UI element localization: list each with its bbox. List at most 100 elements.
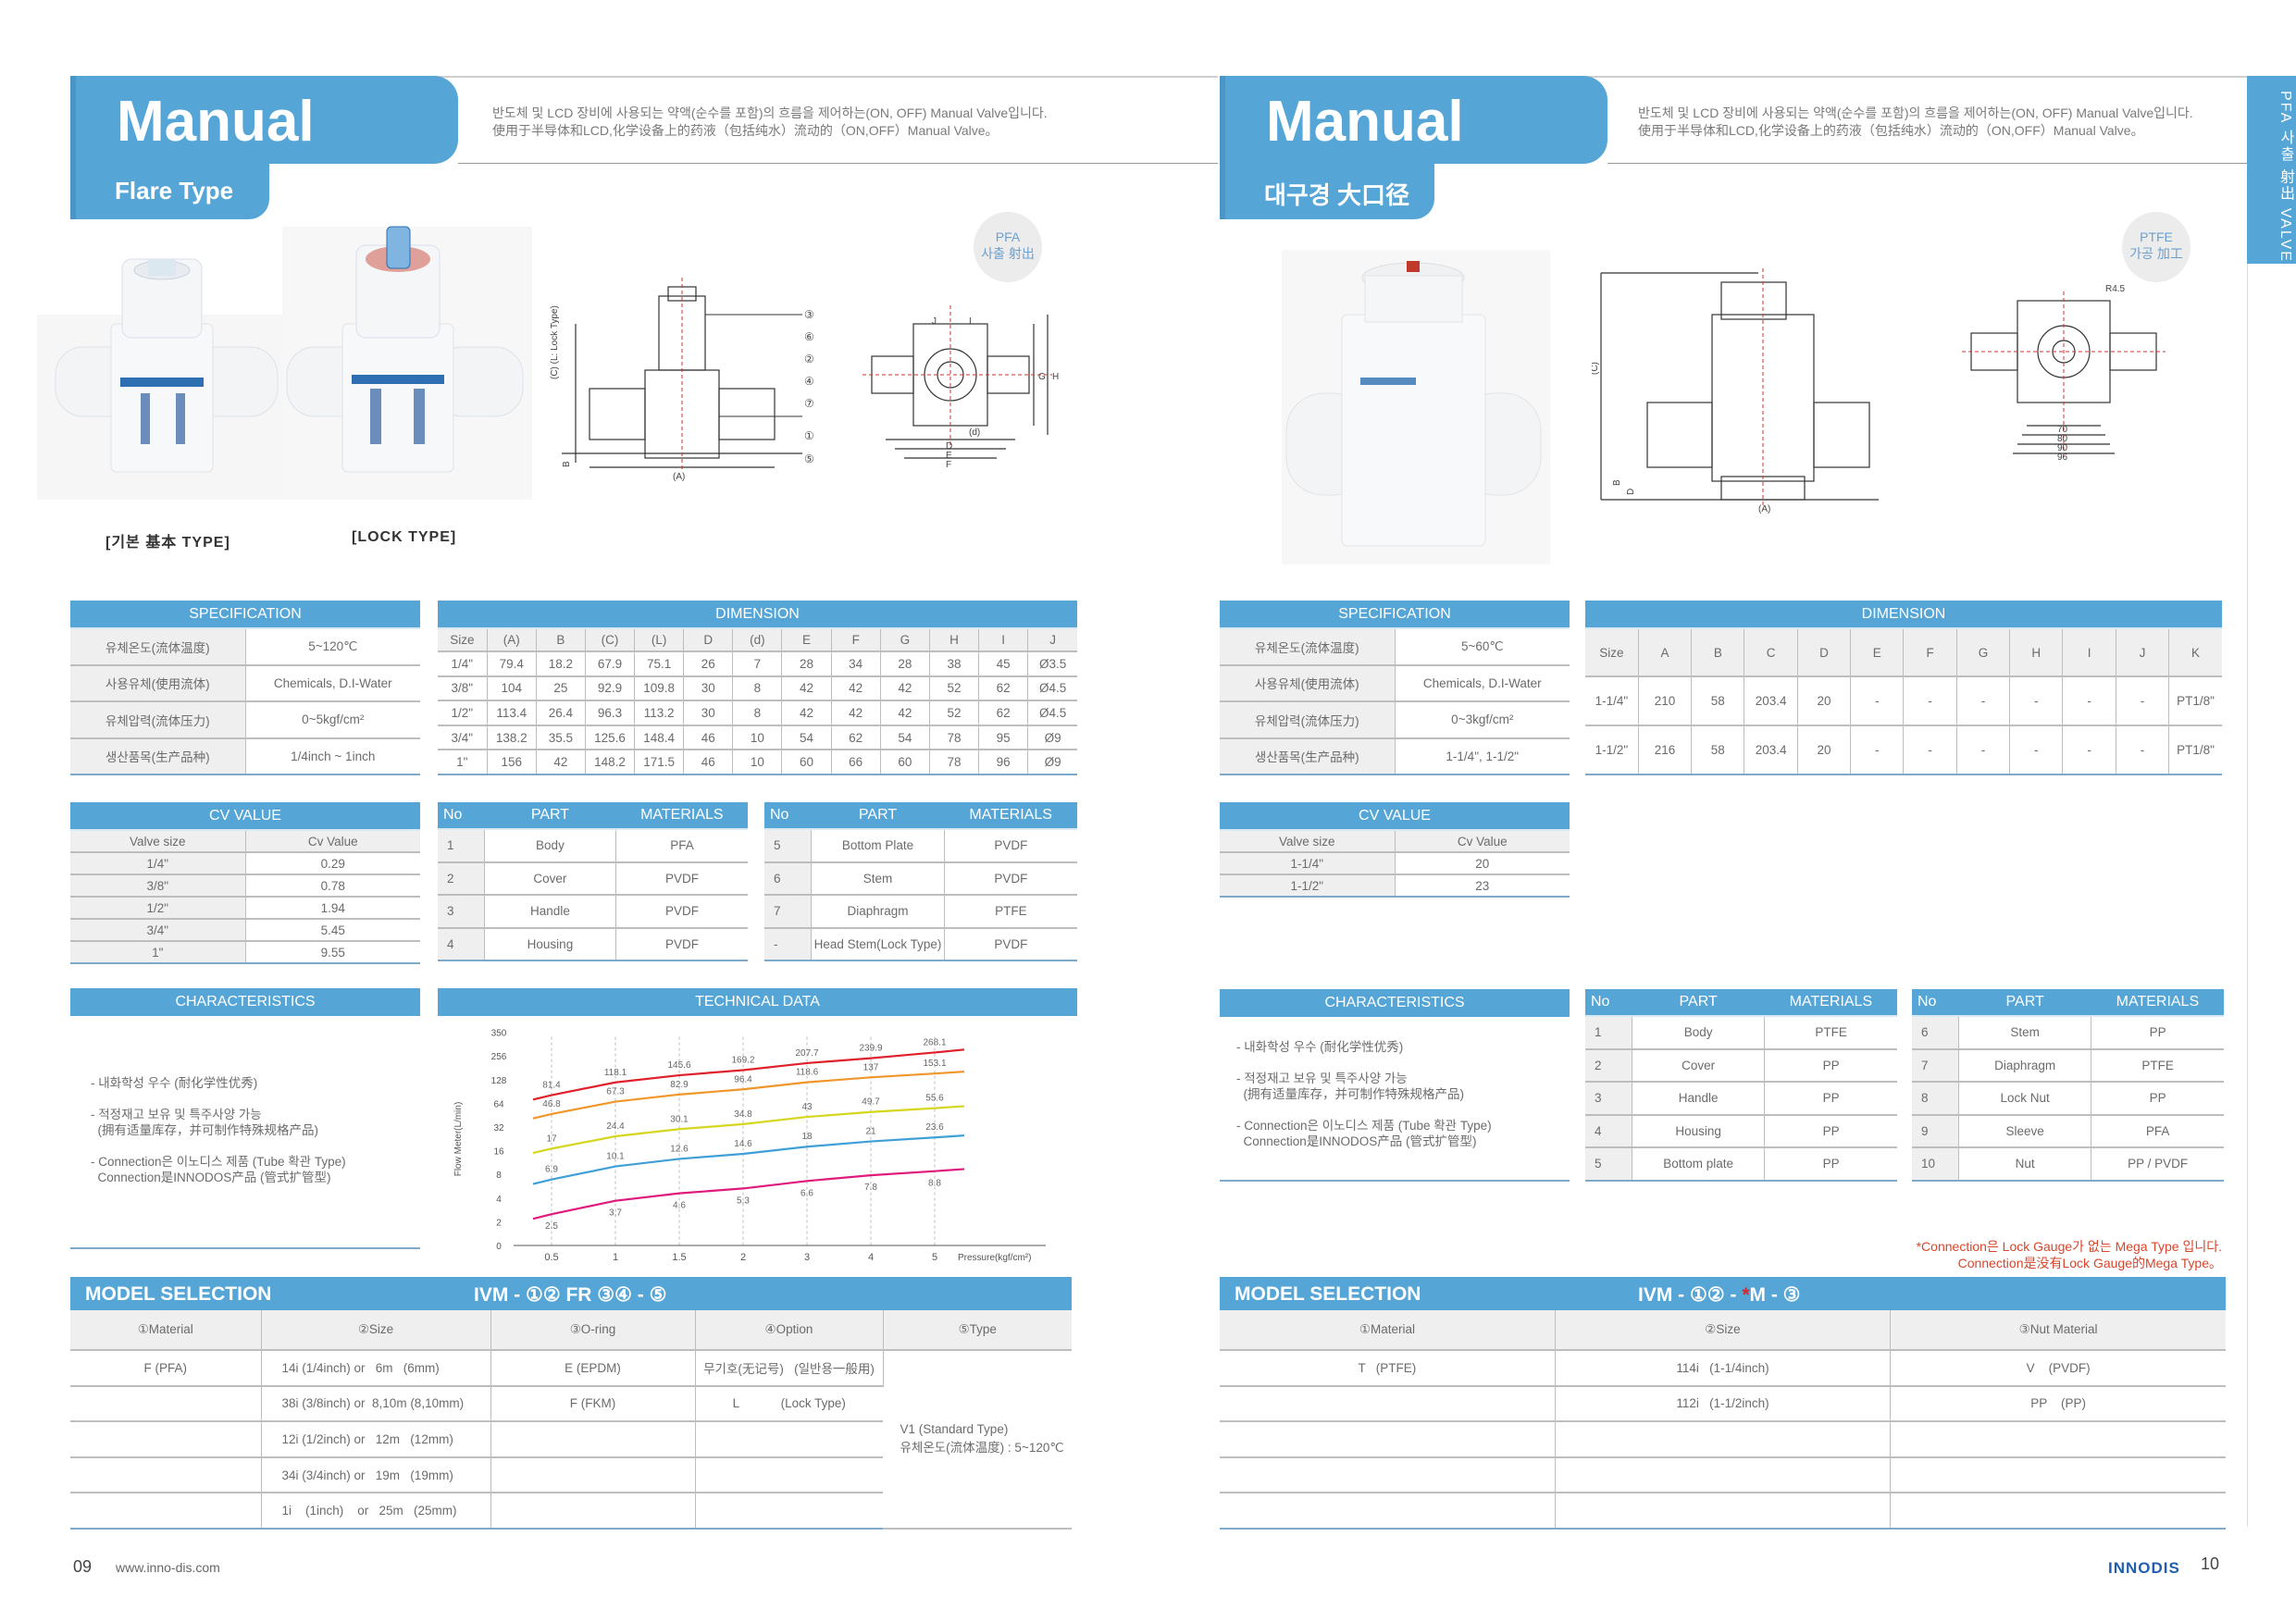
data-label: 55.6 <box>925 1094 944 1104</box>
nut-cell: V (PVDF) <box>1890 1350 2226 1387</box>
option-cell: L (Lock Type) <box>695 1385 883 1423</box>
badge-line1: PTFE <box>2140 229 2173 244</box>
dim-label-f: F <box>946 460 951 470</box>
lock-type-valve-image <box>282 226 532 500</box>
table-row: T (PTFE)114i (1-1/4inch)V (PVDF) <box>1220 1350 2226 1387</box>
table-title: SPECIFICATION <box>1220 601 1570 629</box>
table-cell: PVDF <box>615 861 748 896</box>
table-row: 생산품목(生产品种)1-1/4", 1-1/2" <box>1220 737 1570 775</box>
option-cell <box>695 1421 883 1458</box>
table-cell: PP / PVDF <box>2091 1147 2224 1182</box>
table-title: SPECIFICATION <box>70 601 420 629</box>
table-cell: 5~120℃ <box>245 628 420 666</box>
y-tick-label: 16 <box>493 1147 504 1158</box>
basic-type-valve-image <box>37 258 287 500</box>
characteristics-title: CHARACTERISTICS <box>1220 989 1570 1017</box>
table-cell: Cover <box>1632 1048 1766 1083</box>
column-header: I <box>978 628 1029 652</box>
table-cell: Sleeve <box>1958 1114 2092 1148</box>
table-cell: PVDF <box>944 829 1077 863</box>
column-header: Valve size <box>1220 830 1396 853</box>
dim-label: 70 <box>2057 425 2068 435</box>
title-row: CV VALUE <box>1220 802 1570 831</box>
table-cell: PVDF <box>944 927 1077 961</box>
table-cell: - <box>2116 725 2170 775</box>
y-tick-label: 256 <box>491 1052 507 1062</box>
size-cell: 38i (3/8inch) or 8,10m (8,10mm) <box>261 1385 491 1423</box>
description-zh: 使用于半导体和LCD,化学设备上的药液（包括纯水）流动的（ON,OFF）Manu… <box>1638 123 2144 138</box>
table-cell: 42 <box>781 700 832 726</box>
basic-type-label: [기본 基本 TYPE] <box>105 535 230 551</box>
table-row: 1i (1inch) or 25m (25mm) <box>70 1493 1072 1530</box>
column-header: (C) <box>585 628 636 652</box>
description: 반도체 및 LCD 장비에 사용되는 약액(순수를 포함)의 흐름을 제어하는(… <box>492 105 1048 140</box>
table-cell: 148.4 <box>634 725 685 751</box>
website-link[interactable]: www.inno-dis.com <box>116 1560 220 1575</box>
table-cell: Bottom Plate <box>811 829 945 863</box>
table-cell: 1/4inch ~ 1inch <box>245 737 420 775</box>
table-cell: 1.94 <box>245 897 420 920</box>
characteristics-box: CHARACTERISTICS - 내화학성 우수 (耐化学性优秀) - 적정재… <box>70 988 420 1249</box>
data-label: 6.9 <box>545 1165 558 1175</box>
table-cell: 79.4 <box>487 651 537 677</box>
series-line-3 <box>532 1071 965 1120</box>
table-cell: 2 <box>1585 1048 1633 1083</box>
description-ko: 반도체 및 LCD 장비에 사용되는 약액(순수를 포함)의 흐름을 제어하는(… <box>492 105 1048 120</box>
table-cell: Ø9 <box>1027 750 1077 775</box>
table-row: 유체압력(流体压力)0~3kgf/cm² <box>1220 701 1570 739</box>
table-cell: - <box>1903 676 1957 726</box>
part-callout: ⑥ <box>804 330 814 343</box>
side-category-tab[interactable]: PFA 사출 射出 VALVE <box>2247 76 2296 264</box>
x-axis-label: Pressure(kgf/cm²) <box>958 1253 1031 1263</box>
page-edge-line <box>2247 264 2248 1527</box>
data-label: 18 <box>801 1132 813 1142</box>
dim-label-c: (C) <box>1592 362 1600 375</box>
table-row: 3/4"5.45 <box>70 919 420 942</box>
material-cell <box>1220 1421 1556 1458</box>
table-cell: Chemicals, D.I-Water <box>1395 664 1570 702</box>
table-cell: 25 <box>536 675 586 702</box>
table-cell: 0~3kgf/cm² <box>1395 701 1570 739</box>
table-cell: Ø9 <box>1027 725 1077 751</box>
part-callout: ① <box>804 429 814 442</box>
table-cell: 3/4" <box>438 725 488 751</box>
part-callout: ② <box>804 353 814 365</box>
material-cell <box>70 1493 262 1530</box>
table-row <box>1220 1493 2226 1530</box>
table-cell: Housing <box>1632 1114 1766 1148</box>
column-header: MATERIALS <box>615 802 748 830</box>
table-row: 1-1/2"23 <box>1220 874 1570 898</box>
table-cell: 42 <box>831 675 881 702</box>
data-label: 207.7 <box>795 1048 818 1059</box>
table-cell: - <box>764 927 813 961</box>
table-cell: 216 <box>1638 725 1693 775</box>
column-header: J <box>2116 628 2170 677</box>
data-label: 46.8 <box>542 1099 561 1109</box>
column-header: G <box>1956 628 2011 677</box>
page-number: 09 <box>73 1557 93 1576</box>
size-cell: 14i (1/4inch) or 6m (6mm) <box>261 1350 491 1387</box>
model-code-star: * <box>1742 1284 1750 1306</box>
table-cell: Stem <box>1958 1016 2092 1050</box>
table-cell: 113.2 <box>634 700 685 726</box>
model-selection-title: MODEL SELECTION <box>85 1283 272 1305</box>
table-cell: 54 <box>880 725 930 751</box>
dim-label: 80 <box>2057 434 2068 444</box>
table-cell: 58 <box>1691 725 1745 775</box>
table-cell: 4 <box>1585 1114 1633 1148</box>
data-label: 239.9 <box>859 1044 882 1054</box>
table-cell: - <box>2116 676 2170 726</box>
model-code-a: IVM - ①② - <box>1638 1284 1743 1306</box>
table-cell: Housing <box>484 927 617 961</box>
table-cell: 4 <box>438 927 485 961</box>
